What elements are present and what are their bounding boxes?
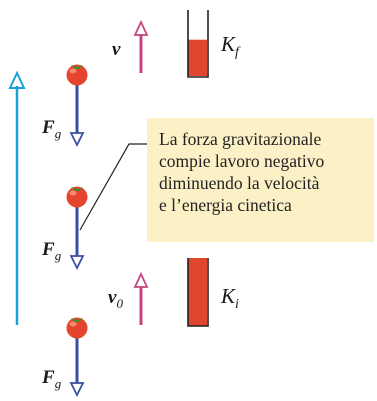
energy-bar-initial-fill — [188, 258, 207, 326]
note-line: La forza gravitazionale — [159, 129, 322, 149]
force-arrow-middle — [69, 206, 85, 271]
velocity-arrow-final — [133, 19, 149, 73]
velocity-arrow-initial — [133, 271, 149, 325]
label-force-middle: Fg — [42, 239, 62, 263]
tomato-bottom — [66, 317, 88, 339]
note-leader-line — [79, 143, 148, 231]
note-line: compie lavoro negativo — [159, 151, 325, 171]
label-velocity-final: v — [112, 39, 121, 60]
annotation-note: La forza gravitazionale compie lavoro ne… — [147, 118, 374, 242]
energy-bar-final-fill — [188, 39, 207, 76]
label-force-top: Fg — [42, 117, 62, 141]
note-line: diminuendo la velocità — [159, 173, 320, 193]
motion-direction-arrow — [8, 70, 26, 325]
label-kinetic-final: Kf — [221, 32, 239, 61]
energy-bar-initial — [187, 258, 209, 327]
tomato-top — [66, 64, 88, 86]
label-kinetic-initial: Ki — [221, 284, 239, 313]
label-force-bottom: Fg — [42, 367, 62, 391]
note-line: e l’energia cinetica — [159, 195, 292, 215]
force-arrow-top — [69, 84, 85, 148]
energy-bar-final — [187, 10, 209, 78]
label-velocity-initial: v0 — [108, 287, 123, 311]
force-arrow-bottom — [69, 338, 85, 398]
tomato-middle — [66, 186, 88, 208]
